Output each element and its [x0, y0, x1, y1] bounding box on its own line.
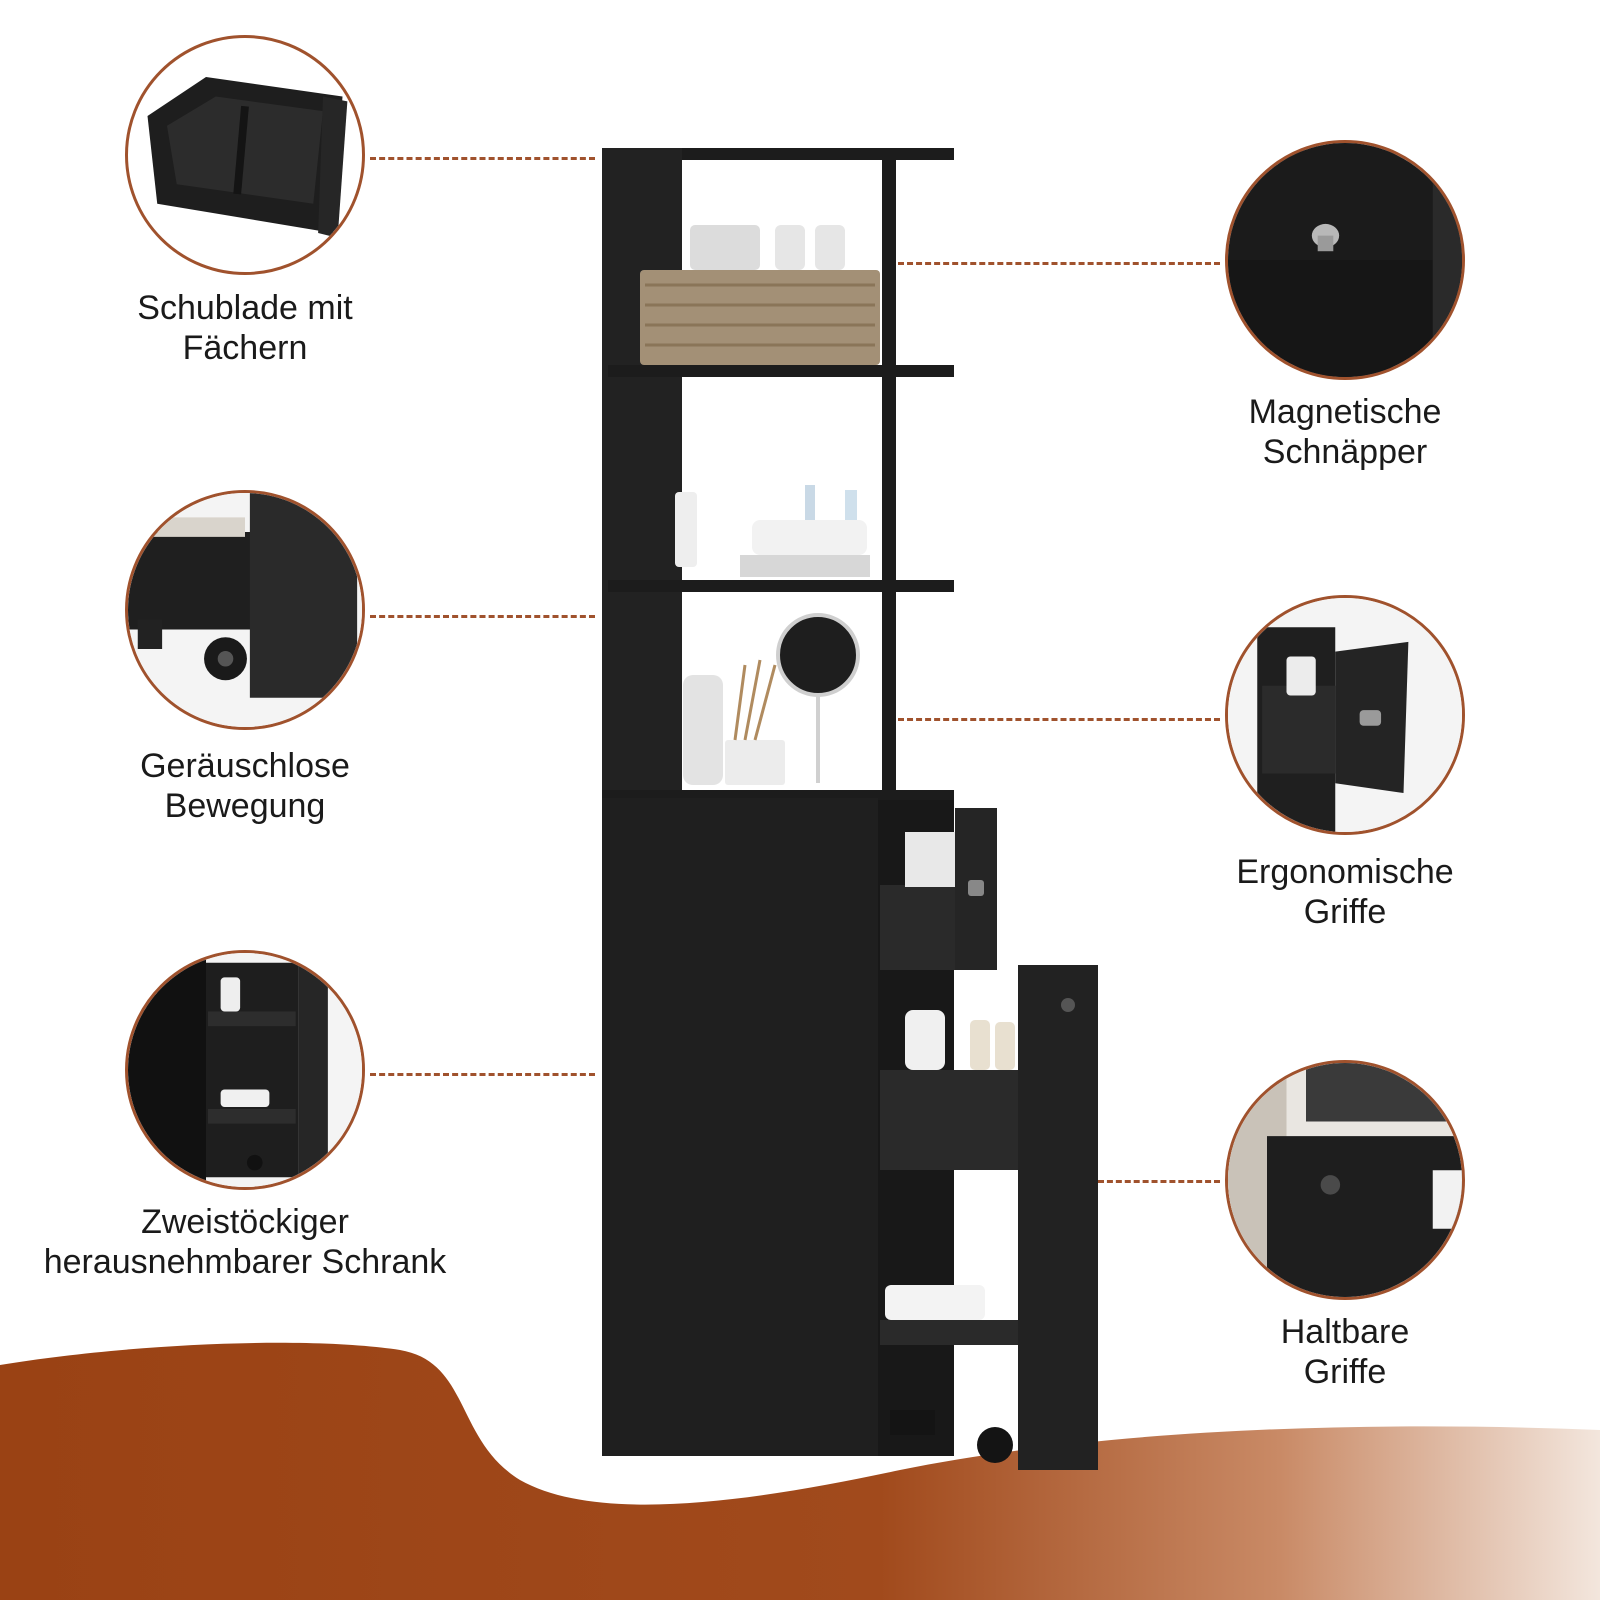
- leader-line-ergonomic: [898, 718, 1220, 721]
- knob-handle-icon: [1228, 1063, 1462, 1297]
- feature-label-line: Schnäpper: [1262, 433, 1428, 471]
- detail-circle-durable: [1225, 1060, 1465, 1300]
- feature-label-ergonomic: Ergonomische Griffe: [1195, 852, 1495, 932]
- detail-circle-two-tier: [125, 950, 365, 1190]
- feature-label-line: Magnetische: [1248, 393, 1442, 431]
- feature-label-line: Geräuschlose: [140, 747, 350, 785]
- leader-line-magnetic: [898, 262, 1220, 265]
- leader-line-silent: [370, 615, 595, 618]
- drawer-compartments-icon: [147, 77, 348, 238]
- detail-circle-ergonomic: [1225, 595, 1465, 835]
- feature-label-silent: Geräuschlose Bewegung: [95, 746, 395, 826]
- feature-label-line: Bewegung: [164, 787, 326, 825]
- leader-line-drawer: [370, 157, 595, 160]
- feature-label-drawer: Schublade mit Fächern: [95, 288, 395, 368]
- magnetic-catch-icon: [1228, 143, 1462, 377]
- ergonomic-handle-icon: [1228, 598, 1462, 832]
- feature-label-line: Haltbare: [1280, 1313, 1410, 1351]
- two-tier-cabinet-icon: [128, 953, 362, 1187]
- caster-wheel-icon: [128, 493, 362, 727]
- feature-label-line: Ergonomische: [1236, 853, 1454, 891]
- leader-line-durable: [1098, 1180, 1220, 1183]
- feature-label-durable: Haltbare Griffe: [1195, 1312, 1495, 1392]
- leader-line-two-tier: [370, 1073, 595, 1076]
- feature-label-line: Zweistöckiger: [141, 1203, 349, 1241]
- feature-label-line: Griffe: [1303, 1353, 1387, 1391]
- detail-circle-drawer: [125, 35, 365, 275]
- feature-label-line: Griffe: [1303, 893, 1387, 931]
- feature-label-magnetic: Magnetische Schnäpper: [1195, 392, 1495, 472]
- feature-label-line: herausnehmbarer Schrank: [43, 1243, 447, 1281]
- feature-label-line: Schublade mit: [137, 289, 353, 327]
- detail-circle-magnetic: [1225, 140, 1465, 380]
- feature-label-line: Fächern: [182, 329, 308, 367]
- detail-circle-silent: [125, 490, 365, 730]
- feature-label-two-tier: Zweistöckiger herausnehmbarer Schrank: [5, 1202, 485, 1282]
